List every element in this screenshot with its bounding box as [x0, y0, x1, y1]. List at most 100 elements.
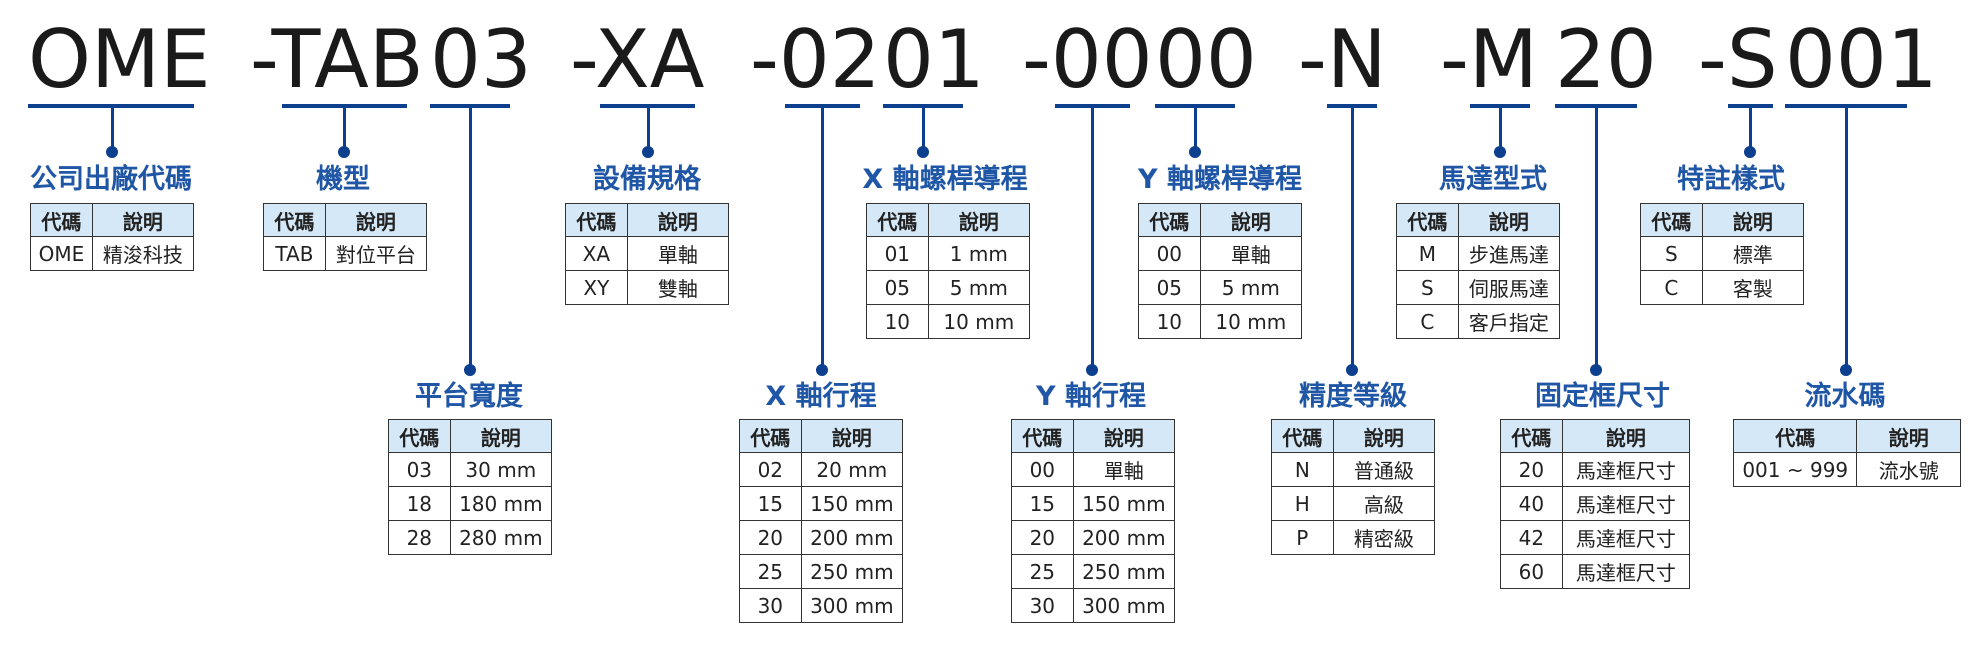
connector-spec	[647, 108, 650, 152]
table-special: 代碼 說明 S 標準 C 客製	[1640, 203, 1805, 305]
header-code: 代碼	[1500, 419, 1563, 453]
cell-desc: 客製	[1701, 270, 1805, 305]
table-row: XY 雙軸	[565, 270, 730, 305]
cell-code: 05	[866, 270, 929, 305]
cell-desc: 5 mm	[927, 270, 1031, 305]
code-ystroke: -00	[1022, 13, 1153, 106]
header-desc: 說明	[1701, 203, 1805, 237]
table-row: 01 1 mm	[866, 236, 1031, 271]
table-row: 60 馬達框尺寸	[1500, 554, 1691, 589]
cell-code: 28	[388, 520, 451, 555]
code-xa: -XA	[570, 13, 705, 106]
title-company: 公司出廠代碼	[30, 164, 192, 195]
header-desc: 說明	[1457, 203, 1561, 237]
underline-ylead	[1155, 104, 1235, 108]
cell-code: 10	[866, 304, 929, 339]
connector-xstroke	[821, 108, 824, 370]
cell-code: 05	[1138, 270, 1201, 305]
connector-ystroke	[1091, 108, 1094, 370]
cell-code: 42	[1500, 520, 1563, 555]
table-row: 00 單軸	[1138, 236, 1303, 271]
header-desc: 說明	[1561, 419, 1691, 453]
cell-code: 30	[739, 588, 802, 623]
header-code: 代碼	[1640, 203, 1703, 237]
code-motor: -M	[1440, 13, 1538, 106]
cell-desc: 流水號	[1856, 452, 1961, 487]
table-precision: 代碼 說明 N 普通級 H 高級 P 精密級	[1271, 419, 1436, 555]
connector-dot-model	[338, 146, 350, 158]
table-row: XA 單軸	[565, 236, 730, 271]
table-row: 10 10 mm	[866, 304, 1031, 339]
table-row: 20 馬達框尺寸	[1500, 452, 1691, 487]
cell-desc: 200 mm	[800, 520, 904, 555]
header-desc: 說明	[1332, 419, 1436, 453]
connector-dot-company	[106, 146, 118, 158]
header-code: 代碼	[1011, 419, 1074, 453]
cell-code: C	[1640, 270, 1703, 305]
cell-code: XA	[565, 236, 628, 271]
underline-precision	[1327, 104, 1377, 108]
underline-xa	[600, 104, 695, 108]
title-special: 特註樣式	[1677, 164, 1785, 195]
table-row: 18 180 mm	[388, 486, 553, 521]
cell-desc: 250 mm	[1072, 554, 1176, 589]
header-code: 代碼	[1396, 203, 1459, 237]
table-row: 30 300 mm	[739, 588, 904, 623]
header-code: 代碼	[1138, 203, 1201, 237]
header-desc: 說明	[800, 419, 904, 453]
cell-desc: 馬達框尺寸	[1561, 520, 1691, 555]
underline-ystroke	[1055, 104, 1130, 108]
cell-code: 001 ~ 999	[1732, 452, 1858, 487]
table-row: 05 5 mm	[866, 270, 1031, 305]
code-special: -S	[1698, 13, 1778, 106]
code-width: 03	[430, 13, 532, 106]
cell-desc: 20 mm	[800, 452, 904, 487]
cell-desc: 高級	[1332, 486, 1436, 521]
code-precision: -N	[1298, 13, 1387, 106]
cell-code: P	[1271, 520, 1334, 555]
cell-code: 00	[1138, 236, 1201, 271]
title-width: 平台寬度	[415, 381, 523, 412]
code-xstroke: -02	[750, 13, 881, 106]
underline-xstroke	[785, 104, 860, 108]
cell-desc: 300 mm	[1072, 588, 1176, 623]
header-code: 代碼	[1732, 419, 1858, 453]
header-desc: 說明	[927, 203, 1031, 237]
cell-code: 10	[1138, 304, 1201, 339]
header-desc: 說明	[91, 203, 195, 237]
table-row: H 高級	[1271, 486, 1436, 521]
title-frame: 固定框尺寸	[1535, 381, 1670, 412]
cell-desc: 馬達框尺寸	[1561, 452, 1691, 487]
title-motor: 馬達型式	[1439, 164, 1547, 195]
cell-desc: 馬達框尺寸	[1561, 486, 1691, 521]
header-code: 代碼	[866, 203, 929, 237]
connector-motor	[1499, 108, 1502, 152]
underline-frame	[1555, 104, 1637, 108]
cell-desc: 5 mm	[1199, 270, 1303, 305]
table-row: 42 馬達框尺寸	[1500, 520, 1691, 555]
table-xstroke: 代碼 說明 02 20 mm 15 150 mm 20 200 mm 25 25…	[739, 419, 904, 623]
header-desc: 說明	[1199, 203, 1303, 237]
code-tab: -TAB	[250, 13, 424, 106]
table-spec: 代碼 說明 XA 單軸 XY 雙軸	[565, 203, 730, 305]
code-frame: 20	[1555, 13, 1657, 106]
cell-code: 15	[1011, 486, 1074, 521]
cell-code: 18	[388, 486, 451, 521]
cell-code: S	[1640, 236, 1703, 271]
title-model: 機型	[316, 164, 370, 195]
table-row: 03 30 mm	[388, 452, 553, 487]
cell-desc: 200 mm	[1072, 520, 1176, 555]
table-row: 25 250 mm	[1011, 554, 1176, 589]
cell-code: N	[1271, 452, 1334, 487]
table-row: 15 150 mm	[1011, 486, 1176, 521]
table-frame: 代碼 說明 20 馬達框尺寸 40 馬達框尺寸 42 馬達框尺寸 60 馬達框尺…	[1500, 419, 1691, 589]
table-row: 40 馬達框尺寸	[1500, 486, 1691, 521]
cell-desc: 1 mm	[927, 236, 1031, 271]
table-company: 代碼 說明 OME 精浚科技	[30, 203, 195, 271]
connector-dot-xstroke	[816, 364, 828, 376]
cell-code: S	[1396, 270, 1459, 305]
connector-dot-ylead	[1189, 146, 1201, 158]
connector-dot-serial	[1840, 364, 1852, 376]
table-row: 20 200 mm	[739, 520, 904, 555]
